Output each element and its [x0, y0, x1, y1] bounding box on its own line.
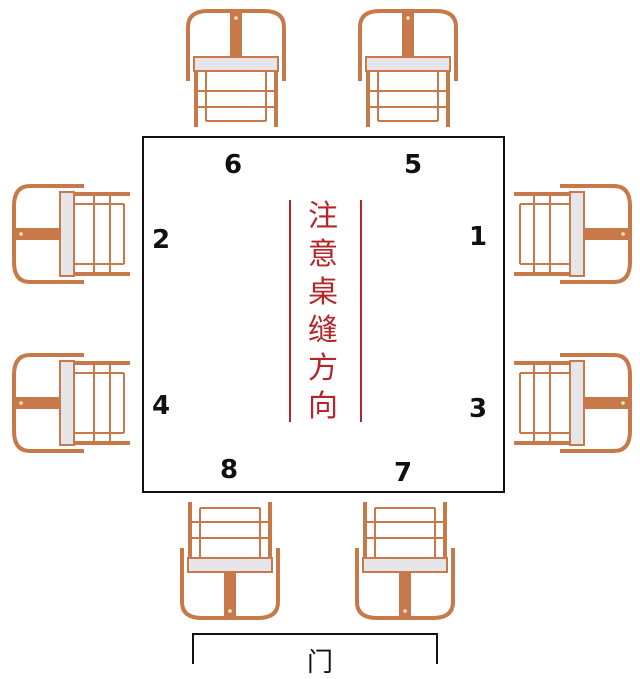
seat-number-4: 4	[152, 391, 171, 421]
note-char: 注	[308, 199, 338, 234]
table	[142, 136, 505, 493]
chair-bottom-right	[355, 500, 455, 620]
note-char: 方	[308, 351, 338, 386]
chair-top-left	[186, 9, 286, 129]
note-char: 缝	[308, 313, 338, 348]
note-char: 桌	[308, 275, 338, 310]
seating-diagram	[12, 9, 632, 664]
seat-number-6: 6	[224, 150, 243, 180]
seat-number-5: 5	[404, 150, 423, 180]
seat-number-1: 1	[469, 222, 488, 252]
seat-number-8: 8	[220, 455, 239, 485]
note-char: 向	[308, 389, 338, 424]
note-char: 意	[308, 237, 338, 272]
chair-left-upper	[12, 184, 132, 284]
table-seam-note: 注 意 桌 缝 方 向	[306, 198, 340, 426]
chair-right-upper	[512, 184, 632, 284]
chair-left-lower	[12, 353, 132, 453]
seat-number-7: 7	[394, 458, 413, 488]
seat-number-2: 2	[152, 225, 171, 255]
door-box	[192, 633, 438, 664]
door-label: 门	[306, 648, 333, 678]
seat-number-3: 3	[469, 394, 488, 424]
chair-top-right	[358, 9, 458, 129]
chair-bottom-left	[180, 500, 280, 620]
chair-right-lower	[512, 353, 632, 453]
